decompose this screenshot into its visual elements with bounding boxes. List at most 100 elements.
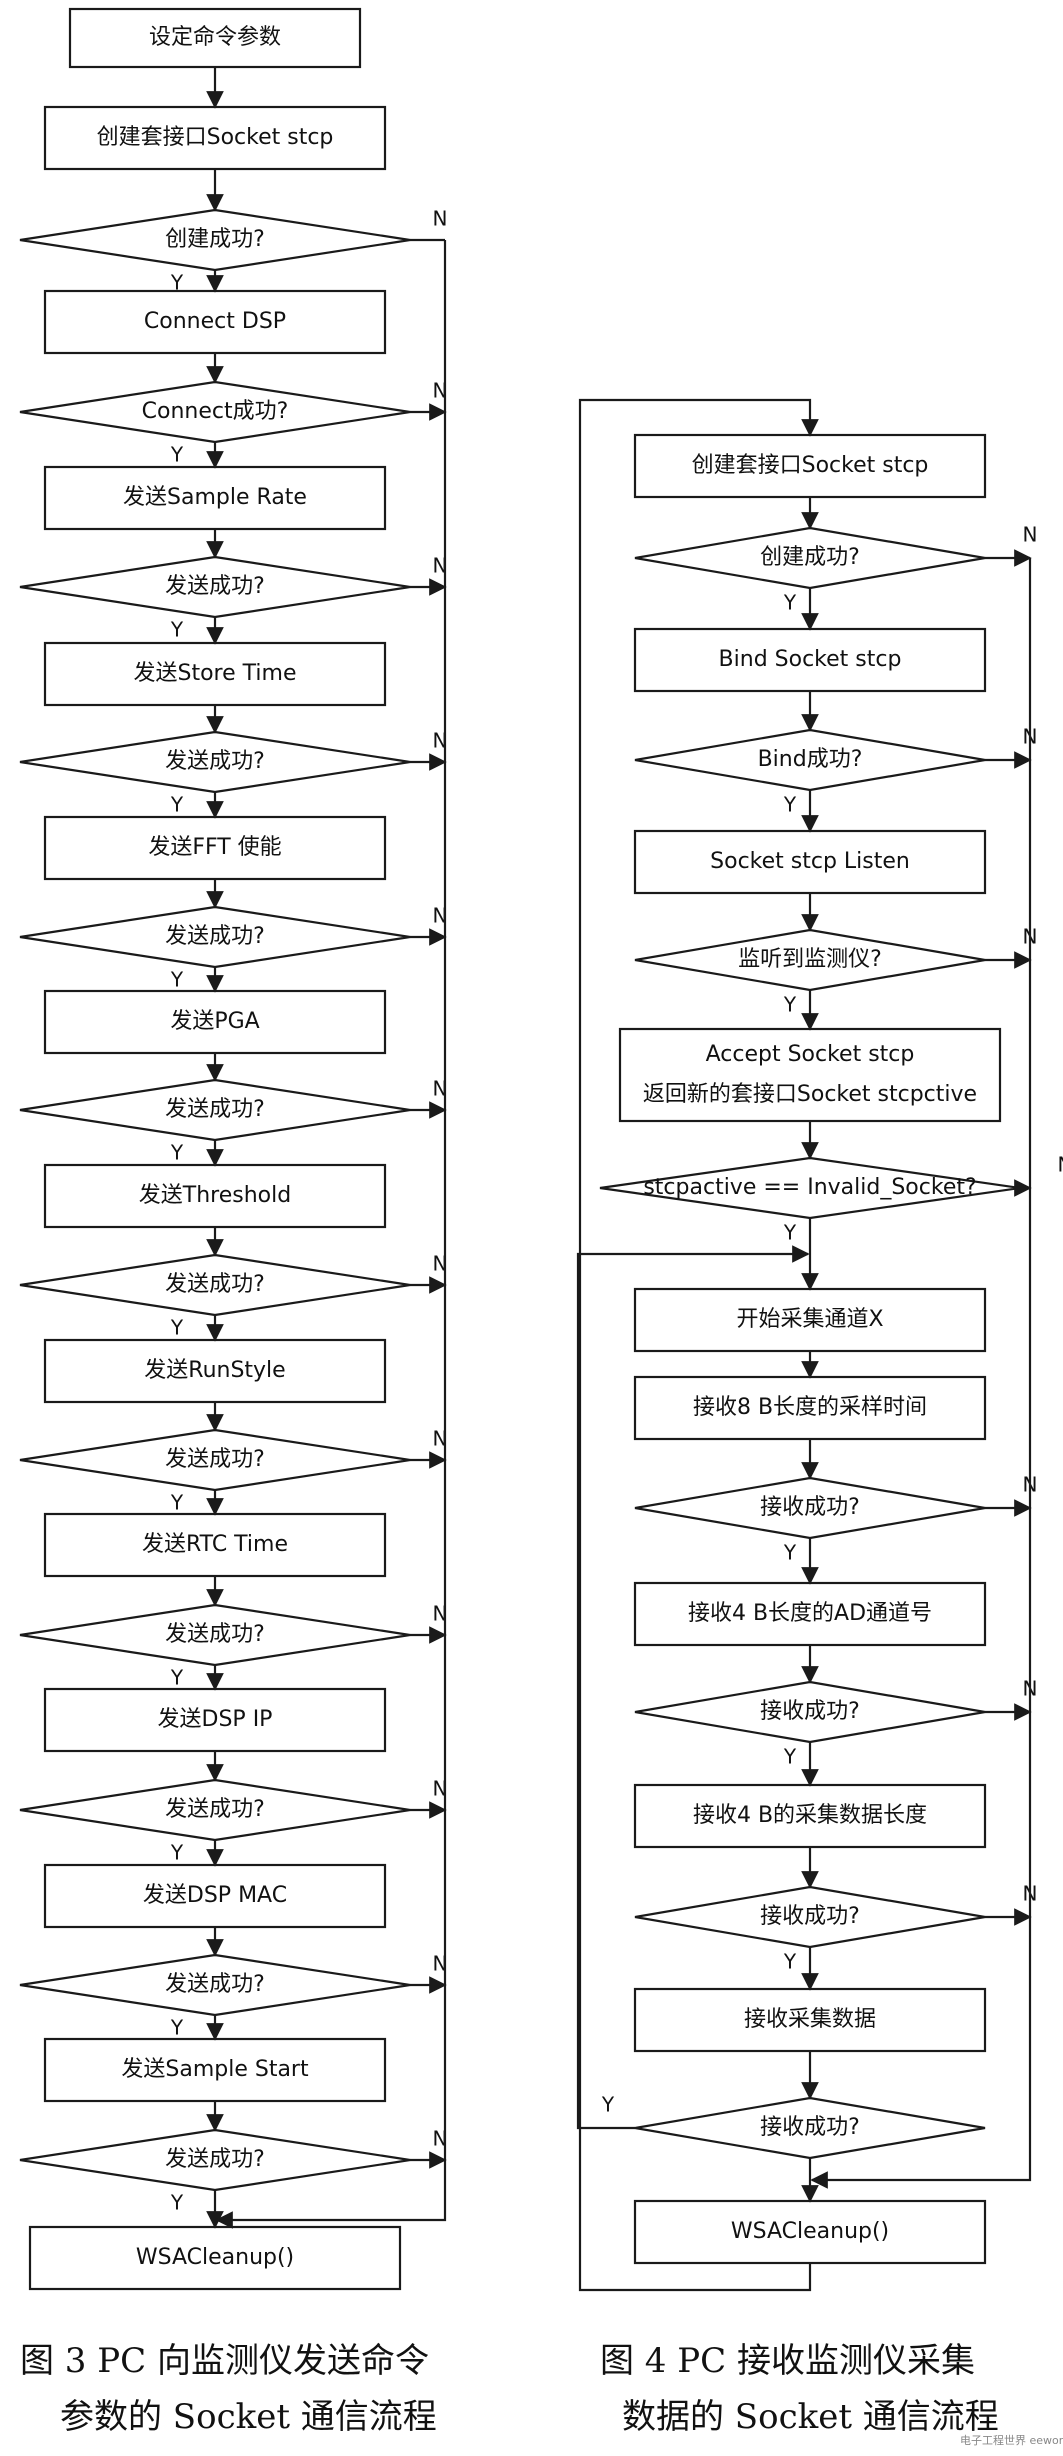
fig3-no-label: N — [433, 207, 448, 231]
fig3-process-box — [28, 2225, 402, 2291]
fig4-yes-label: Y — [783, 1950, 797, 1974]
fig4-loop-line — [576, 1245, 810, 2130]
fig3-process-label: 发送Sample Start — [121, 2057, 309, 2082]
fig3-decision-label: 发送成功? — [165, 1797, 265, 1822]
fig3-process-label: WSACleanup() — [136, 2245, 294, 2270]
fig3-no-label: N — [433, 1602, 448, 1626]
fig3-decision-label: 发送成功? — [165, 749, 265, 774]
fig4-yes-label: Y — [783, 993, 797, 1017]
fig3-process-box — [43, 105, 387, 171]
fig3-yes-label: Y — [170, 1666, 184, 1690]
fig3-process-box — [43, 465, 387, 531]
fig3-yes-label: Y — [170, 443, 184, 467]
fig3-process-label: 发送PGA — [170, 1009, 259, 1034]
fig4-yes-label: Y — [783, 591, 797, 615]
fig4-yes-label: Y — [601, 2093, 615, 2117]
figure-4-caption: 图 4 PC 接收监测仪采集 数据的 Socket 通信流程 — [600, 2341, 999, 2437]
fig4-process-label: 接收采集数据 — [744, 2007, 876, 2032]
fig3-process-box — [68, 7, 362, 69]
fig4-process-label: 开始采集通道X — [736, 1307, 883, 1332]
fig3-decision-label: 发送成功? — [165, 574, 265, 599]
fig3-yes-label: Y — [170, 2191, 184, 2215]
fig3-no-label: N — [433, 1077, 448, 1101]
fig4-no-label: N — [1058, 1153, 1063, 1177]
fig4-decision-label: 接收成功? — [760, 1904, 860, 1929]
figure-3-caption: 图 3 PC 向监测仪发送命令 参数的 Socket 通信流程 — [20, 2341, 437, 2437]
fig4-decision-diamond — [634, 2096, 986, 2160]
fig3-process-label: 发送DSP IP — [158, 1707, 273, 1732]
fig4-process-label: 接收4 B长度的AD通道号 — [688, 1601, 932, 1626]
fig4-process-label: 接收8 B长度的采样时间 — [693, 1395, 927, 1420]
fig4-yes-label: Y — [783, 1541, 797, 1565]
fig3-no-label: N — [433, 729, 448, 753]
fig3-no-label: N — [433, 554, 448, 578]
fig3-no-label: N — [433, 1252, 448, 1276]
fig3-yes-label: Y — [170, 271, 184, 295]
figure-4-caption-line2: 数据的 Socket 通信流程 — [622, 2397, 999, 2437]
fig4-return-line — [810, 558, 1032, 2189]
fig3-decision-label: 创建成功? — [165, 227, 265, 252]
fig3-decision-label: 发送成功? — [165, 1622, 265, 1647]
fig3-process-label: 发送Store Time — [134, 661, 297, 686]
fig4-process-box — [633, 829, 987, 895]
fig4-decision-label: 接收成功? — [760, 1699, 860, 1724]
fig4-yes-label: Y — [783, 1221, 797, 1245]
fig3-decision-label: Connect成功? — [142, 399, 289, 424]
fig3-process-box — [43, 1338, 387, 1404]
figure-3-caption-line2: 参数的 Socket 通信流程 — [60, 2397, 437, 2437]
fig3-yes-label: Y — [170, 968, 184, 992]
fig3-yes-label: Y — [170, 1841, 184, 1865]
fig4-decision-label: stcpactive == Invalid_Socket? — [643, 1175, 976, 1200]
fig4-process-label: Accept Socket stcp — [706, 1042, 915, 1067]
fig3-decision-label: 发送成功? — [165, 1447, 265, 1472]
fig3-process-label: 设定命令参数 — [149, 25, 281, 50]
fig3-process-box — [43, 1863, 387, 1929]
fig3-process-label: 发送Sample Rate — [123, 485, 307, 510]
fig3-process-label: Connect DSP — [144, 309, 286, 334]
fig3-process-box — [43, 2037, 387, 2103]
fig3-process-label: 发送RunStyle — [144, 1358, 285, 1383]
fig3-yes-label: Y — [170, 2016, 184, 2040]
fig4-decision-label: 接收成功? — [760, 1495, 860, 1520]
fig4-process-box — [633, 627, 987, 693]
fig4-yes-label: Y — [783, 793, 797, 817]
figure-4-caption-line1: 图 4 PC 接收监测仪采集 — [600, 2341, 975, 2381]
fig3-process-label: 发送RTC Time — [142, 1532, 288, 1557]
fig4-process-label-2: 返回新的套接口Socket stcpctive — [643, 1082, 977, 1107]
fig4-no-label: N — [1023, 523, 1038, 547]
fig3-yes-label: Y — [170, 1141, 184, 1165]
fig3-process-label: 发送Threshold — [139, 1183, 291, 1208]
fig3-process-box — [43, 1687, 387, 1753]
fig3-decision-label: 发送成功? — [165, 1097, 265, 1122]
fig3-return-line — [215, 240, 447, 2229]
fig3-no-label: N — [433, 379, 448, 403]
fig3-process-box — [43, 989, 387, 1055]
fig3-process-box — [43, 1163, 387, 1229]
fig3-decision-label: 发送成功? — [165, 1272, 265, 1297]
fig4-process-box — [633, 1375, 987, 1441]
fig4-yes-label: Y — [783, 1745, 797, 1769]
fig4-process-box — [633, 2199, 987, 2265]
fig4-process-label: 接收4 B的采集数据长度 — [693, 1803, 927, 1828]
fig3-yes-label: Y — [170, 618, 184, 642]
fig3-process-box — [43, 641, 387, 707]
fig4-outer-loop — [578, 398, 819, 2292]
fig3-process-label: 发送FFT 使能 — [148, 835, 281, 860]
fig4-process-box — [633, 1581, 987, 1647]
fig3-decision-label: 发送成功? — [165, 924, 265, 949]
fig3-no-label: N — [433, 904, 448, 928]
figure-3-caption-line1: 图 3 PC 向监测仪发送命令 — [20, 2341, 429, 2381]
fig3-yes-label: Y — [170, 1491, 184, 1515]
fig3-process-label: 创建套接口Socket stcp — [97, 125, 334, 150]
fig4-decision-label: 接收成功? — [760, 2115, 860, 2140]
fig3-no-label: N — [433, 1952, 448, 1976]
fig4-decision-label: 创建成功? — [760, 545, 860, 570]
fig3-decision-label: 发送成功? — [165, 2147, 265, 2172]
fig3-no-label: N — [433, 1777, 448, 1801]
watermark-text: 电子工程世界 eeworld.com.cn — [960, 2434, 1063, 2447]
fig4-process-label: 创建套接口Socket stcp — [692, 453, 929, 478]
fig4-process-label: Bind Socket stcp — [719, 647, 902, 672]
fig4-process-label: WSACleanup() — [731, 2219, 889, 2244]
